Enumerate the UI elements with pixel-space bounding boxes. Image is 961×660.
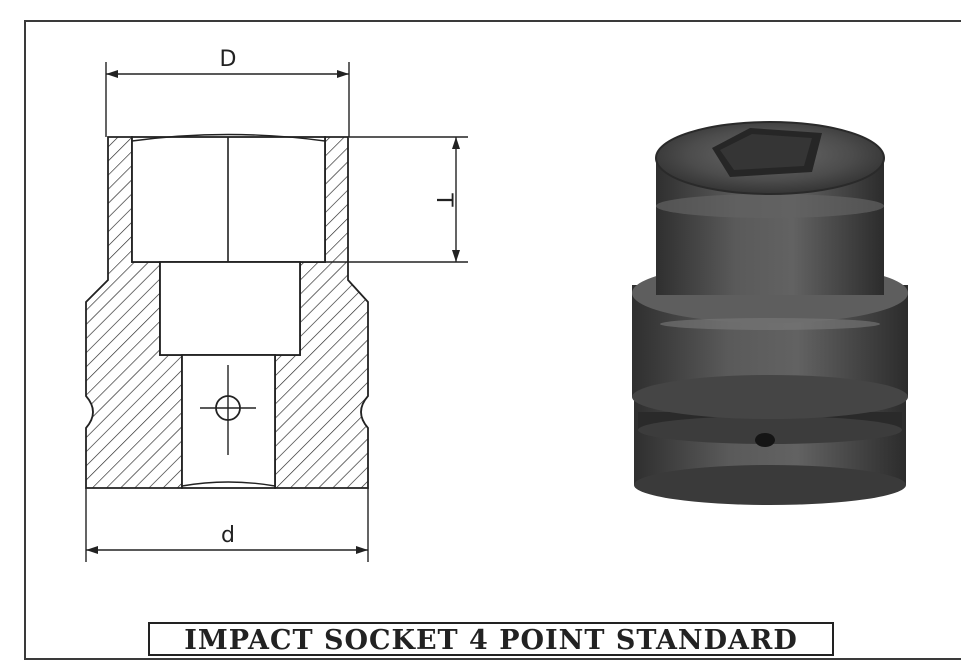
- dim-label-T: T: [431, 192, 456, 207]
- socket-pin-hole: [755, 433, 775, 447]
- dim-d-arrow-left: [106, 70, 118, 78]
- dim-label-d: d: [221, 523, 235, 548]
- socket-upper-band-ring: [656, 194, 884, 218]
- socket-groove-rim: [638, 416, 902, 444]
- bore-bottom-arc: [181, 481, 276, 487]
- caption-title: IMPACT SOCKET 4 POINT STANDARD: [184, 625, 798, 656]
- cross-section-drawing: D T d: [85, 47, 468, 562]
- socket-shoulder-highlight: [660, 318, 880, 330]
- socket-top-rim: [655, 121, 885, 195]
- dim-d-arrow-right: [337, 70, 349, 78]
- counterbore: [159, 261, 301, 356]
- impact-socket-photo: [632, 121, 908, 505]
- dim-t-arrow-top: [452, 137, 460, 149]
- cavity-top-arc: [131, 133, 326, 142]
- dim-t-arrow-bottom: [452, 250, 460, 262]
- socket-opening-inner-shade: [720, 134, 812, 170]
- socket-base: [634, 465, 906, 505]
- dim-bd-arrow-left: [86, 546, 98, 554]
- diagram-canvas: D T d: [85, 47, 908, 562]
- dim-bd-arrow-right: [356, 546, 368, 554]
- dim-label-D: D: [220, 47, 237, 72]
- socket-wide-band-bottom: [632, 375, 908, 419]
- caption-box: IMPACT SOCKET 4 POINT STANDARD: [148, 622, 834, 656]
